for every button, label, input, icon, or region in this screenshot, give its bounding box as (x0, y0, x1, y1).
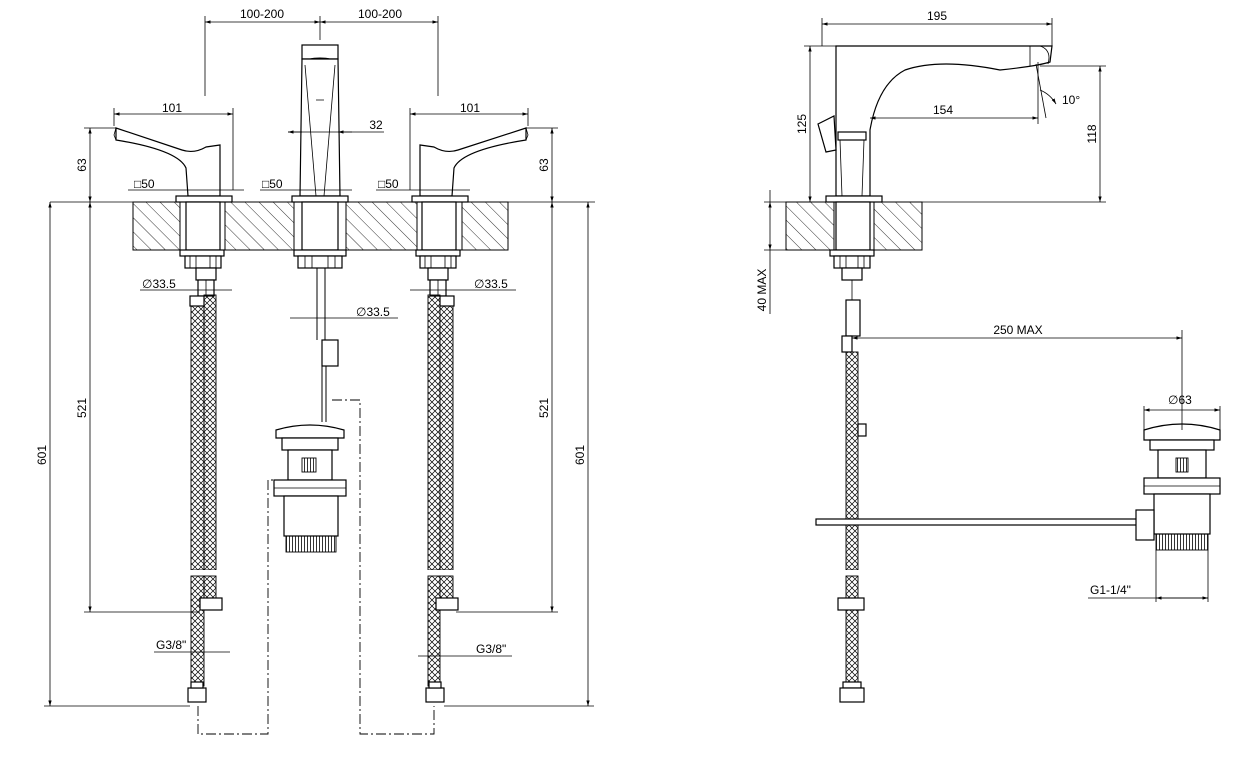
rod-length-label: 250 MAX (993, 323, 1042, 337)
spout-projection-label: 154 (933, 103, 953, 117)
front-view: 100-200 100-200 101 101 32 63 63 (35, 7, 595, 735)
waste-diameter-label: ∅63 (1168, 393, 1192, 407)
connection-left-label: G3/8" (156, 638, 186, 652)
deck-thickness-label: 40 MAX (755, 269, 769, 312)
hose-length-right-label: 521 (537, 398, 551, 418)
side-mixer-body (815, 45, 1139, 703)
left-handle-valve (113, 127, 233, 703)
side-dimensions: 195 154 10° 125 118 40 MAX (755, 9, 1221, 602)
base-square-right-label: □50 (378, 177, 399, 191)
handle-height-right-label: 63 (537, 158, 551, 172)
handle-width-right-label: 101 (460, 101, 480, 115)
connection-right-label: G3/8" (476, 642, 506, 656)
handle-height-left-label: 63 (75, 158, 89, 172)
front-dimensions: 100-200 100-200 101 101 32 63 63 (35, 7, 594, 707)
handle-width-left-label: 101 (162, 101, 182, 115)
total-length-right-label: 601 (573, 445, 587, 465)
base-square-left-label: □50 (134, 177, 155, 191)
shank-diameter-center-label: ∅33.5 (356, 305, 390, 319)
right-handle-valve (411, 127, 529, 703)
center-spout (273, 44, 349, 553)
spout-height-label: 125 (795, 114, 809, 134)
waste-thread-label: G1-1/4" (1090, 583, 1131, 597)
total-length-left-label: 601 (35, 445, 49, 465)
spout-width-label: 32 (369, 118, 383, 132)
side-waste (1135, 423, 1221, 551)
spacing-left-label: 100-200 (240, 7, 284, 21)
spout-reach-label: 195 (927, 9, 947, 23)
hose-length-left-label: 521 (75, 398, 89, 418)
outlet-height-label: 118 (1085, 124, 1099, 143)
shank-diameter-left-label: ∅33.5 (142, 277, 176, 291)
side-view: 195 154 10° 125 118 40 MAX (755, 9, 1221, 703)
spout-angle-label: 10° (1062, 93, 1080, 107)
shank-diameter-right-label: ∅33.5 (474, 277, 508, 291)
spacing-right-label: 100-200 (358, 7, 402, 21)
base-square-center-label: □50 (262, 177, 283, 191)
popup-linkage (197, 399, 435, 735)
